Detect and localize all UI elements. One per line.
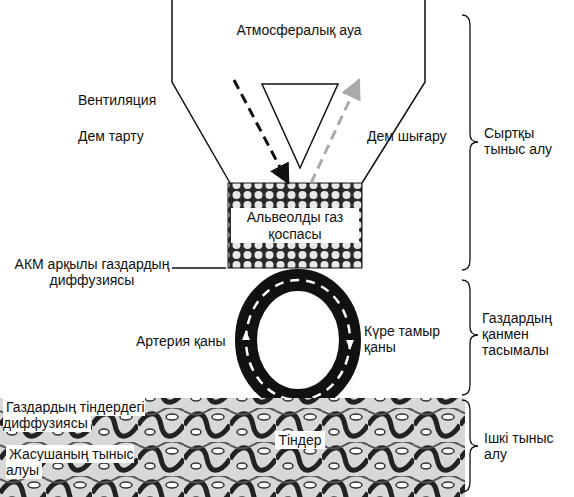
label-text: Дем тарту bbox=[78, 128, 144, 144]
artery-label: Артерия қаны bbox=[136, 333, 236, 349]
stage-label: Сыртқы тыныс алу bbox=[484, 125, 572, 157]
vein-label: Күре тамыр қаны bbox=[364, 323, 459, 355]
blood-circulation bbox=[242, 280, 354, 400]
label-text: Дем шығару bbox=[367, 128, 447, 144]
inhale-label: Дем тарту bbox=[78, 128, 173, 144]
leader-line bbox=[172, 267, 226, 269]
label-text: Газдардың қанмен тасымалы bbox=[482, 310, 552, 358]
label-text: Сыртқы тыныс алу bbox=[484, 125, 552, 157]
ventilation-label: Вентиляция bbox=[78, 92, 173, 108]
label-text: Вентиляция bbox=[78, 92, 156, 108]
diffusion-label: Газдардың тіндердегі диффузиясы bbox=[3, 399, 165, 431]
node-text: Альвеолды газ қоспасы bbox=[231, 208, 359, 242]
alveoli-box: Альвеолды газ қоспасы bbox=[228, 183, 362, 268]
airflow-arrow bbox=[311, 80, 359, 183]
label-text: Күре тамыр қаны bbox=[364, 323, 440, 355]
alveoli-texture bbox=[228, 183, 362, 268]
funnel-region: Атмосфералық ауа bbox=[174, 0, 424, 80]
node-text: Атмосфералық ауа bbox=[236, 22, 361, 38]
funnel bbox=[172, 0, 425, 183]
diffusion-label: АКМ арқылы газдардың диффузиясы bbox=[12, 256, 172, 288]
tissue-region: Тіндер bbox=[240, 412, 360, 468]
bracket bbox=[462, 15, 478, 492]
airflow-arrow bbox=[234, 80, 288, 183]
cell-respiration-label: Жасушаның тыныс алуы bbox=[6, 446, 138, 478]
node-text: Тіндер bbox=[275, 431, 324, 449]
label-text: АКМ арқылы газдардың диффузиясы bbox=[15, 256, 170, 288]
label-text: Жасушаның тыныс алуы bbox=[6, 445, 134, 479]
label-text: Газдардың тіндердегі диффузиясы bbox=[3, 398, 145, 432]
label-text: Артерия қаны bbox=[136, 333, 226, 349]
exhale-label: Дем шығару bbox=[367, 128, 462, 144]
label-text: Ішкі тыныс алу bbox=[484, 430, 554, 462]
stage-label: Ішкі тыныс алу bbox=[484, 430, 570, 462]
stage-label: Газдардың қанмен тасымалы bbox=[482, 310, 572, 358]
tissue-texture bbox=[0, 398, 465, 497]
